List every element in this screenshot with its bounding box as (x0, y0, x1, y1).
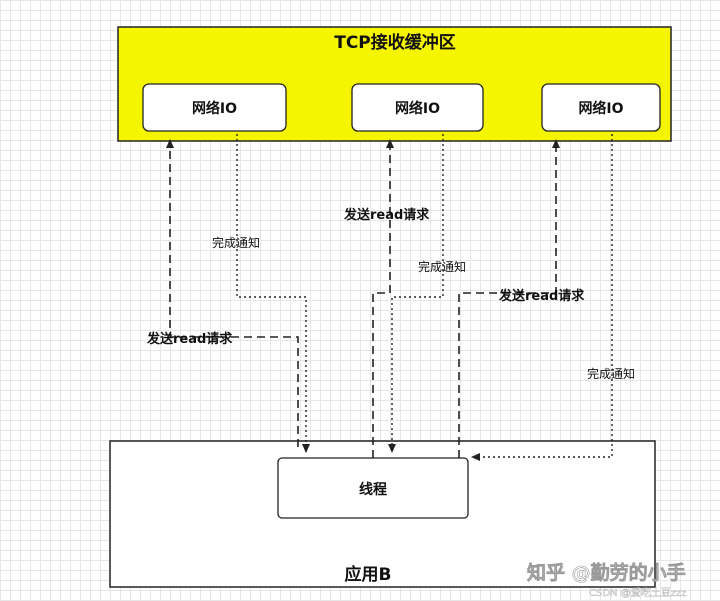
network-io-box: 网络IO (142, 83, 287, 132)
network-io-box: 网络IO (541, 83, 661, 132)
notify-arrow-right (471, 134, 613, 461)
send-read-label-right: 发送read请求 (498, 288, 585, 304)
network-io-label: 网络IO (578, 100, 623, 117)
application-title: 应用B (345, 564, 392, 585)
send-read-arrow-right (458, 139, 560, 458)
tcp-buffer-title: TCP接收缓冲区 (334, 32, 456, 53)
send-read-label-middle: 发送read请求 (343, 207, 430, 223)
network-io-box: 网络IO (351, 83, 484, 132)
network-io-label: 网络IO (192, 100, 237, 117)
send-read-arrow-left (166, 139, 299, 447)
watermark-csdn: CSDN @爱吃土豆zzz (589, 586, 686, 599)
send-read-arrow-middle (372, 139, 394, 458)
send-read-label-left: 发送read请求 (146, 331, 233, 347)
notify-arrow-left (236, 134, 310, 453)
thread-label: 线程 (359, 481, 387, 498)
watermark-zhihu: 知乎 @勤劳的小手 (527, 561, 686, 584)
thread: 线程 (277, 457, 469, 519)
notify-label-middle: 完成通知 (418, 259, 466, 274)
notify-label-right: 完成通知 (587, 366, 635, 381)
notify-label-left: 完成通知 (212, 235, 260, 250)
network-io-label: 网络IO (395, 100, 440, 117)
notify-arrow-middle (388, 134, 444, 453)
